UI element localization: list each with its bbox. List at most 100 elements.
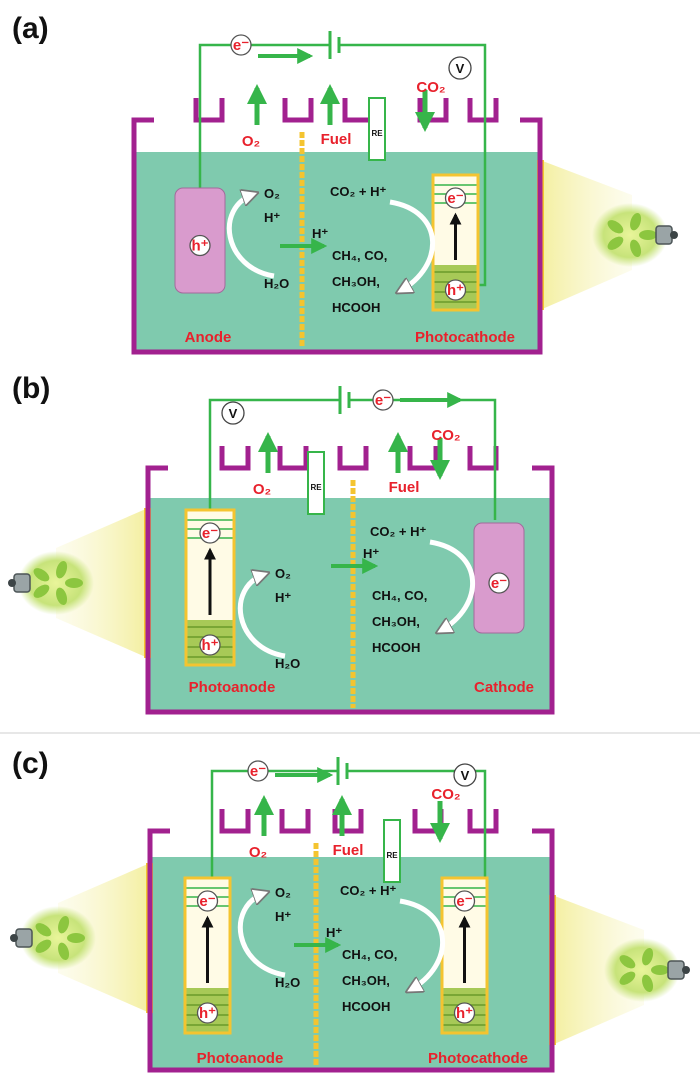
leaf-decoration (56, 560, 68, 579)
wire-electron-label: e⁻ (375, 392, 391, 409)
electron-label-circle (196, 890, 219, 912)
left-species-h2o: H₂O (275, 656, 300, 671)
leaf-decoration (651, 965, 669, 975)
leaf-decoration (67, 933, 85, 943)
o2-label: O₂ (249, 844, 267, 861)
electron-label: e⁻ (202, 525, 218, 542)
lid-port (219, 809, 251, 834)
o2-label: O₂ (253, 481, 271, 498)
external-wire-left (208, 398, 340, 515)
panel-tag: (b) (12, 372, 50, 405)
fuel-label: Fuel (321, 131, 352, 148)
light-beam-right (552, 895, 644, 1045)
lid-port (332, 809, 364, 834)
voltmeter-label: V (456, 61, 465, 76)
co2-reactant: CO₂ + H⁺ (370, 524, 426, 539)
electron-label-circle (199, 522, 221, 544)
lid-left (145, 465, 168, 476)
light-beam-left (56, 508, 148, 658)
left-electrode-name: Photoanode (197, 1050, 284, 1067)
leaf-decoration (630, 239, 642, 258)
reference-label: RE (371, 129, 383, 138)
left-species-h: H⁺ (275, 909, 291, 924)
right-electrode-name: Photocathode (428, 1050, 528, 1067)
wire-electron-circle (372, 389, 394, 411)
products-line3: HCOOH (372, 640, 420, 655)
electron-label: e⁻ (199, 893, 215, 910)
left-species-o2: O₂ (264, 186, 280, 201)
hole-label: h⁺ (447, 282, 464, 299)
lid-port (282, 98, 314, 123)
oxidation-arrow (237, 893, 286, 978)
bulb-contact (682, 966, 690, 974)
products-line1: CH₄, CO, (342, 947, 397, 962)
left-species-h: H⁺ (264, 210, 280, 225)
left-electrode-name: Photoanode (189, 679, 276, 696)
hole-label-circle (453, 1002, 476, 1024)
semiconductor-frame (183, 876, 232, 1035)
leaf-decoration (619, 955, 636, 969)
hole-label-circle (199, 634, 221, 656)
leaf-decoration (35, 939, 52, 953)
battery-gap (331, 29, 338, 61)
lid-port (219, 446, 251, 471)
hole-label-circle (196, 1002, 219, 1024)
reference-electrode (368, 97, 386, 161)
semiconductor-frame (184, 508, 236, 667)
electron-label: e⁻ (447, 190, 463, 207)
electron-label-circle (453, 890, 476, 912)
oxidation-arrow (237, 574, 286, 659)
products-line3: HCOOH (342, 999, 390, 1014)
lid-port (342, 98, 374, 123)
fuel-label: Fuel (333, 842, 364, 859)
fuel-label: Fuel (389, 479, 420, 496)
light-bulb-glow (18, 551, 94, 615)
leaf-decoration (35, 923, 52, 937)
bulb-base (655, 225, 673, 245)
lid-port (277, 446, 309, 471)
lid-right (532, 465, 555, 476)
products-line2: CH₃OH, (332, 274, 380, 289)
left-species-o2: O₂ (275, 566, 291, 581)
battery-gap (339, 755, 346, 787)
reference-label: RE (310, 483, 322, 492)
co2-reactant: CO₂ + H⁺ (340, 883, 396, 898)
proton-label: H⁺ (312, 226, 328, 241)
carrier-label: e⁻ (491, 575, 507, 592)
hole-label-circle (444, 279, 467, 301)
reduction-arrow (399, 898, 446, 990)
lid-left (147, 828, 170, 839)
cell-frame (131, 120, 543, 355)
wire-electron-circle (230, 34, 252, 56)
leaf-decoration (639, 230, 657, 240)
right-electrode-name: Cathode (474, 679, 534, 696)
battery-gap (341, 384, 348, 416)
bulb-contact (10, 934, 18, 942)
lid-port (279, 809, 311, 834)
reference-electrode (307, 451, 325, 515)
left-species-h2o: H₂O (264, 276, 289, 291)
reduction-arrow (389, 199, 436, 291)
panel-tag: (a) (12, 12, 49, 45)
voltmeter-circle (453, 763, 477, 787)
external-wire-left (210, 769, 338, 880)
lid-port (412, 809, 444, 834)
leaf-decoration (630, 212, 642, 231)
external-wire-left (198, 43, 330, 190)
hole-label: h⁺ (456, 1005, 473, 1022)
left-species-h2o: H₂O (275, 975, 300, 990)
cell-frame (147, 831, 555, 1073)
hole-label: h⁺ (199, 1005, 216, 1022)
leaf-decoration (619, 971, 636, 985)
light-bulb-glow (592, 203, 668, 267)
products-line1: CH₄, CO, (372, 588, 427, 603)
co2-reactant: CO₂ + H⁺ (330, 184, 386, 199)
leaf-decoration (58, 942, 70, 961)
products-line1: CH₄, CO, (332, 248, 387, 263)
left-electrode-name: Anode (185, 329, 232, 346)
left-species-h: H⁺ (275, 590, 291, 605)
leaf-decoration (56, 587, 68, 606)
light-beam-left (58, 863, 150, 1013)
